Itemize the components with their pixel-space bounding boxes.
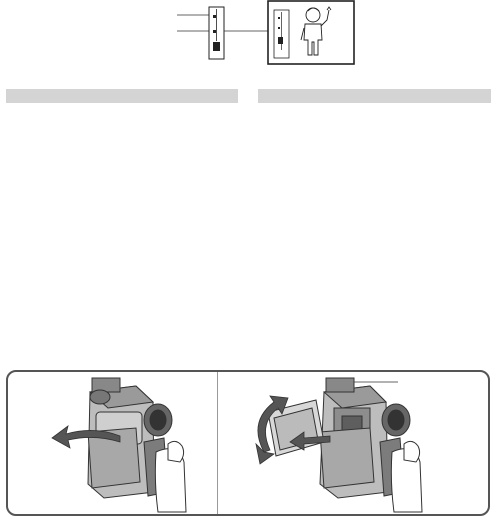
person-icon <box>300 6 332 56</box>
screen-illustration <box>267 0 355 65</box>
steps-figure-divider <box>217 372 218 514</box>
hand-illustration <box>154 440 187 513</box>
top-diagram <box>177 0 355 65</box>
rotate-panel-arrow-icon <box>255 395 289 465</box>
swing-open-arrow-icon <box>51 425 121 449</box>
step1-illustration <box>51 377 187 513</box>
push-arrow-icon <box>289 431 331 451</box>
camcorder-body <box>319 377 411 499</box>
step2-illustration <box>255 377 423 513</box>
section-bar-right <box>258 89 491 103</box>
section-bar-left <box>6 89 238 103</box>
hand-illustration <box>390 440 423 513</box>
indicator-scale <box>208 6 225 60</box>
camcorder-body <box>87 377 173 499</box>
steps-figure-frame <box>6 370 490 516</box>
